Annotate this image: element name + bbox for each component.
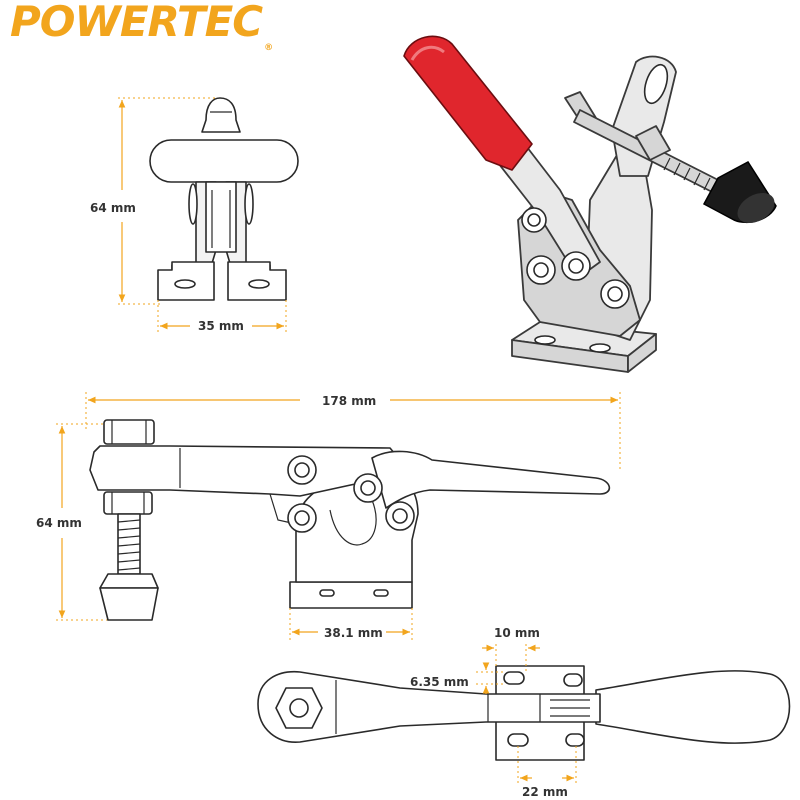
side-view-length-label: 178 mm [322,394,376,408]
end-view-width-label: 35 mm [198,319,244,333]
top-view-hole-spacing-label: 22 mm [522,785,568,799]
top-view-slot-label: 6.35 mm [410,675,469,689]
side-view-height-label: 64 mm [36,516,82,530]
brand-name: POWERTEC [10,0,263,46]
top-view-slot-width-label: 10 mm [494,626,540,640]
brand-logo: POWERTEC® [10,0,350,53]
side-view-base-label: 38.1 mm [324,626,383,640]
registered-mark: ® [264,43,273,53]
red-handle-grip [403,35,533,171]
end-view: 64 mm 35 mm [90,97,299,334]
top-view: 10 mm 6.35 mm 22 mm [257,626,791,799]
isometric-clamp-illustration [403,35,777,373]
side-view: 178 mm 64 mm [36,392,621,640]
end-view-height-label: 64 mm [90,201,136,215]
